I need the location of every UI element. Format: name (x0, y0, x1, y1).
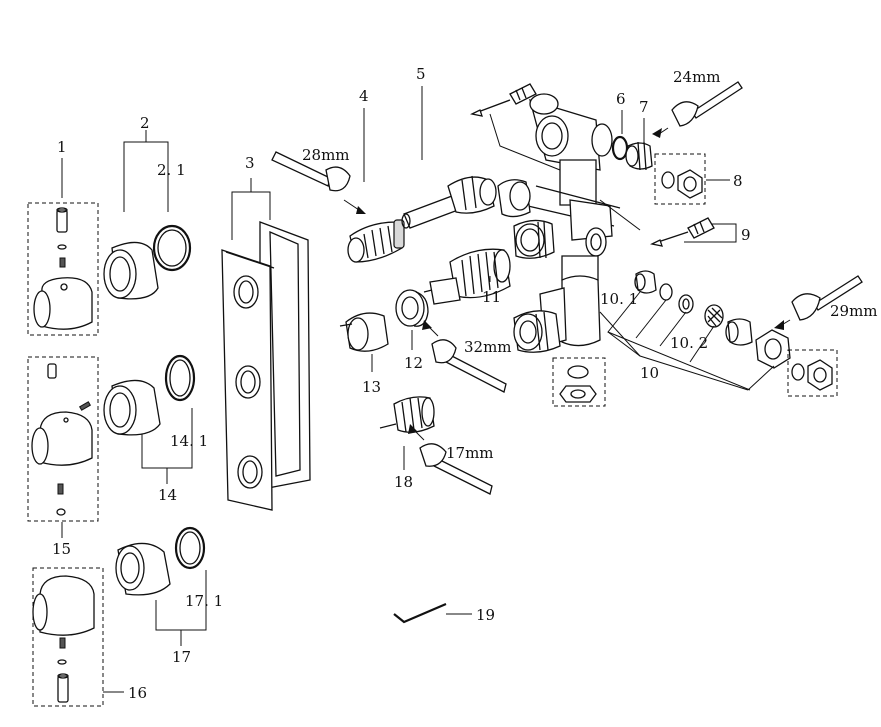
valve-body (497, 93, 621, 353)
label-9: 9 (741, 226, 751, 244)
part-18-cartridge (379, 396, 435, 433)
leader-lines (61, 86, 737, 693)
part-13-adapter (339, 312, 389, 352)
part-12-ring-nut (395, 289, 429, 327)
part-10-nut-set (787, 349, 838, 397)
wrench-28mm (271, 151, 366, 214)
label-13: 13 (362, 378, 381, 396)
part-17-sleeve (115, 526, 206, 596)
part-19-hex-key (393, 602, 472, 624)
label-8: 8 (733, 172, 743, 190)
wrench-29mm (774, 275, 863, 330)
part-10-nut (755, 329, 791, 369)
label-3: 3 (245, 154, 255, 172)
label-15: 15 (52, 540, 71, 558)
label-wrench-28mm: 28mm (302, 146, 350, 164)
part-10-1-nipple (634, 270, 657, 294)
part-14-sleeve (103, 354, 196, 436)
part-2-sleeve (103, 224, 192, 300)
part-10-leader-lines (599, 291, 775, 391)
label-12: 12 (404, 354, 423, 372)
part-6-seal-ring (611, 135, 629, 161)
label-wrench-24mm: 24mm (673, 68, 721, 86)
label-10: 10 (640, 364, 659, 382)
label-18: 18 (394, 473, 413, 491)
label-wrench-17mm: 17mm (446, 444, 494, 462)
label-17: 17 (172, 648, 191, 666)
label-16: 16 (128, 684, 147, 702)
label-2: 2 (140, 114, 150, 132)
part-10-washer (678, 294, 694, 314)
label-10-2: 10. 2 (670, 334, 708, 352)
part-10-nipple-2 (725, 318, 753, 346)
part-3-cover-plate (221, 221, 311, 511)
label-17-1: 17. 1 (185, 592, 223, 610)
label-5: 5 (416, 65, 426, 83)
label-7: 7 (639, 98, 649, 116)
wrench-17mm (408, 424, 493, 495)
part-16-handle-assembly (32, 567, 104, 707)
part-8-nut-set (654, 153, 706, 205)
part-5-spindle (401, 175, 497, 229)
label-6: 6 (616, 90, 626, 108)
part-7-nipple (625, 141, 653, 171)
label-wrench-29mm: 29mm (830, 302, 878, 320)
part-9-screw-anchor (599, 199, 715, 247)
label-1: 1 (57, 138, 67, 156)
part-11-cartridge (423, 248, 511, 305)
part-bottom-cap-set (552, 357, 606, 407)
label-14-1: 14. 1 (170, 432, 208, 450)
label-wrench-32mm: 32mm (464, 338, 512, 356)
label-4: 4 (359, 87, 369, 105)
wrench-32mm (422, 320, 507, 393)
part-4-cartridge (347, 219, 405, 263)
part-15-handle-assembly (27, 356, 99, 522)
part-10-2-filter (704, 304, 724, 328)
part-10-ring-small (659, 283, 673, 301)
label-11: 11 (482, 288, 501, 306)
label-10-1: 10. 1 (600, 290, 638, 308)
part-labels: 1 2 2. 1 3 4 5 6 7 8 9 10 10. 1 10. 2 11… (52, 65, 878, 702)
label-14: 14 (158, 486, 177, 504)
screw-anchor-top (470, 83, 561, 171)
part-1-handle-assembly (27, 202, 99, 336)
label-19: 19 (476, 606, 495, 624)
label-2-1: 2. 1 (157, 161, 186, 179)
wrench-24mm (652, 81, 743, 138)
